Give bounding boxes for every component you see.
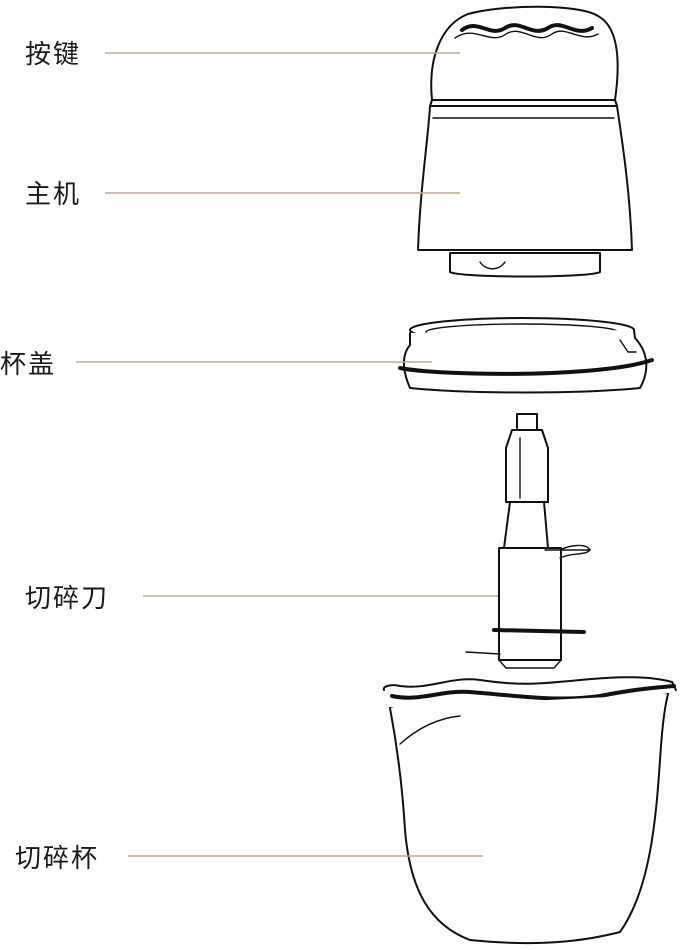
main-unit-body [417, 105, 633, 278]
blade-assembly [465, 413, 591, 669]
label-main-unit: 主机 [25, 180, 82, 210]
label-blade: 切碎刀 [25, 584, 110, 614]
label-chopping-cup: 切碎杯 [15, 844, 100, 874]
cup-lid [398, 317, 654, 394]
button-cap [429, 5, 619, 107]
leader-lines [76, 52, 498, 857]
label-button: 按键 [25, 40, 82, 70]
label-cup-lid: 杯盖 [0, 350, 57, 380]
chopping-cup [382, 676, 677, 945]
